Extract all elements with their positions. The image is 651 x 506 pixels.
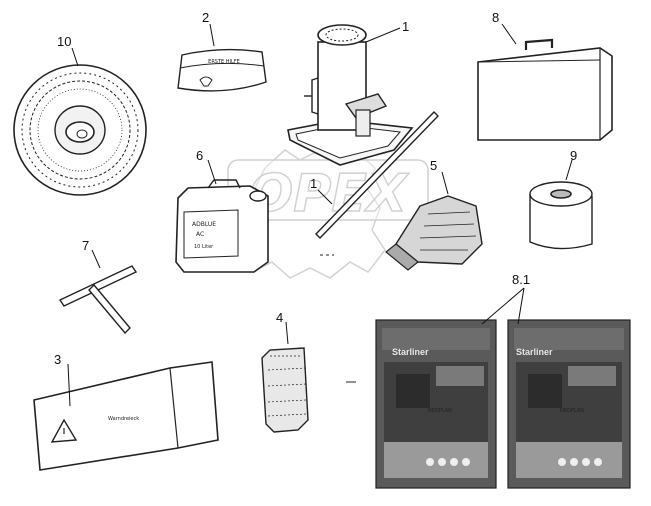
spare-wheel — [13, 64, 147, 196]
fluid-canister: ADBLUE AC 10 Liter — [175, 179, 269, 273]
callout-7: 7 — [82, 238, 89, 253]
leader-9 — [565, 159, 573, 181]
callout-8-1: 8.1 — [512, 272, 530, 287]
callout-2: 2 — [202, 10, 209, 25]
leader-8 — [501, 23, 517, 45]
leader-8-1 — [481, 287, 525, 325]
t-wrench — [58, 265, 138, 335]
callout-5: 5 — [430, 158, 437, 173]
leader-10 — [71, 47, 79, 67]
warning-triangle-case-text: Warndreieck — [108, 416, 139, 422]
callout-8: 8 — [492, 10, 499, 25]
manual-2: Starliner NEOPLAN — [507, 319, 631, 489]
leader-1-handle — [317, 189, 333, 205]
manual-1: Starliner NEOPLAN — [375, 319, 497, 489]
jack-handle — [315, 111, 439, 256]
callout-1-handle: 1 — [310, 176, 317, 191]
leader-2 — [209, 23, 215, 47]
leader-5 — [441, 171, 449, 195]
leader-4 — [285, 321, 289, 345]
leader-6 — [207, 159, 217, 185]
manual-2-logo: NEOPLAN — [560, 408, 584, 414]
canister-label-2: AC — [196, 231, 204, 238]
canister-label-1: ADBLUE — [192, 221, 216, 228]
callout-9: 9 — [570, 148, 577, 163]
callout-4: 4 — [276, 310, 283, 325]
tool-box — [477, 38, 613, 141]
callout-3: 3 — [54, 352, 61, 367]
paper-roll — [529, 181, 593, 250]
canister-label-3: 10 Liter — [194, 244, 214, 250]
manual-1-logo: NEOPLAN — [428, 408, 452, 414]
callout-10: 10 — [57, 34, 71, 49]
first-aid-case: ERSTE HILFE — [177, 48, 267, 92]
manual-2-brand: Starliner — [516, 347, 553, 357]
watermark-text: OPEX — [249, 164, 410, 224]
leader-1-jack — [365, 27, 401, 43]
hydraulic-jack — [287, 24, 414, 166]
manual-1-brand: Starliner — [392, 347, 429, 357]
small-pack — [261, 347, 309, 433]
leader-3 — [67, 363, 71, 407]
warning-triangle-case: Warndreieck — [33, 361, 219, 471]
callout-6: 6 — [196, 148, 203, 163]
bellows-bag — [385, 195, 483, 271]
first-aid-case-text: ERSTE HILFE — [208, 59, 240, 65]
leader-7 — [91, 249, 101, 269]
callout-1-jack: 1 — [402, 19, 409, 34]
